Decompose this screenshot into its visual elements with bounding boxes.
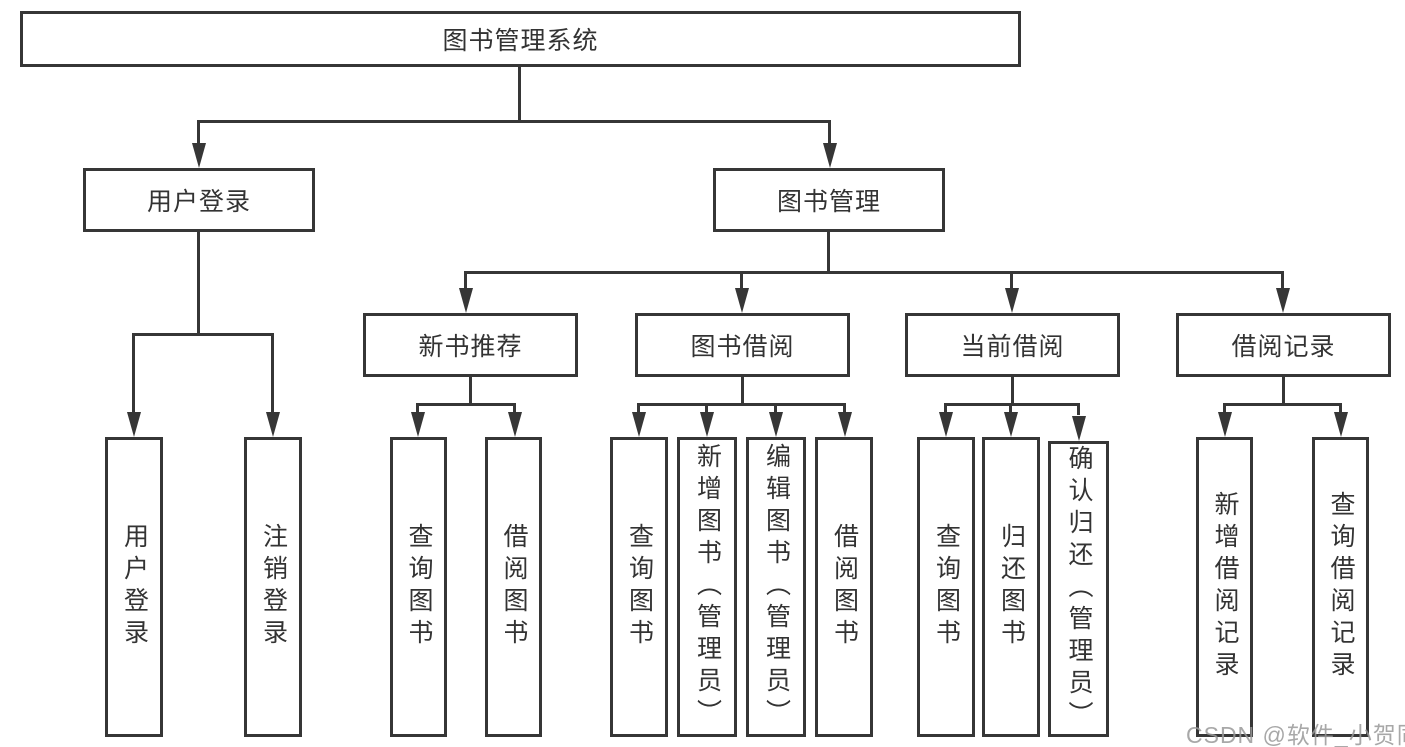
arrow-down-icon <box>411 412 425 437</box>
arrow-down-icon <box>632 412 646 437</box>
connector-line <box>132 333 135 415</box>
connector-line <box>637 403 640 415</box>
node-label: 用户登录 <box>120 523 149 651</box>
connector-line <box>1010 271 1013 291</box>
node-label: 新增借阅记录 <box>1211 491 1239 683</box>
node-user-login: 用户登录 <box>83 168 315 232</box>
arrow-down-icon <box>266 412 280 437</box>
leaf-query-borrow-record: 查询借阅记录 <box>1312 437 1369 737</box>
connector-line <box>843 403 846 415</box>
connector-line <box>464 271 1284 274</box>
connector-line <box>513 403 516 415</box>
leaf-query-books-3: 查询图书 <box>917 437 975 737</box>
node-label: 借阅图书 <box>830 523 859 651</box>
arrow-down-icon <box>939 412 953 437</box>
node-label: 当前借阅 <box>960 333 1065 361</box>
arrow-down-icon <box>1005 288 1019 313</box>
connector-line <box>1223 403 1342 406</box>
connector-line <box>705 403 708 415</box>
node-book-borrowing: 图书借阅 <box>635 313 850 377</box>
connector-line <box>637 403 846 406</box>
connector-line <box>271 333 274 415</box>
csdn-watermark: CSDN @软件_小贺同学 <box>1186 722 1405 747</box>
connector-line <box>741 377 744 406</box>
node-book-management: 图书管理 <box>713 168 945 232</box>
leaf-user-login: 用户登录 <box>105 437 163 737</box>
arrow-down-icon <box>735 288 749 313</box>
node-current-borrowing: 当前借阅 <box>905 313 1120 377</box>
arrow-down-icon <box>700 412 714 437</box>
leaf-query-books-1: 查询图书 <box>390 437 447 737</box>
leaf-query-books-2: 查询图书 <box>610 437 668 737</box>
arrow-down-icon <box>192 143 206 168</box>
connector-line <box>1223 403 1226 415</box>
connector-line <box>197 232 200 336</box>
arrow-down-icon <box>459 288 473 313</box>
arrow-down-icon <box>838 412 852 437</box>
leaf-add-books-admin: 新增图书（管理员） <box>677 437 737 737</box>
node-label: 查询图书 <box>625 523 654 651</box>
connector-line <box>416 403 419 415</box>
node-new-book-recommendation: 新书推荐 <box>363 313 578 377</box>
node-label: 图书管理 <box>776 188 881 216</box>
leaf-confirm-return-admin: 确认归还（管理员） <box>1048 441 1109 737</box>
arrow-down-icon <box>1004 412 1018 437</box>
connector-line <box>1282 377 1285 406</box>
arrow-down-icon <box>508 412 522 437</box>
leaf-return-books: 归还图书 <box>982 437 1040 737</box>
node-label: 用户登录 <box>146 188 251 216</box>
connector-line <box>132 333 274 336</box>
arrow-down-icon <box>127 412 141 437</box>
connector-line <box>740 271 743 291</box>
node-label: 确认归还（管理员） <box>1065 445 1093 733</box>
connector-line <box>1009 403 1012 415</box>
connector-line <box>828 120 831 147</box>
node-label: 查询借阅记录 <box>1327 491 1355 683</box>
node-label: 借阅记录 <box>1231 333 1336 361</box>
node-borrowing-records: 借阅记录 <box>1176 313 1391 377</box>
leaf-add-borrow-record: 新增借阅记录 <box>1196 437 1253 737</box>
leaf-borrow-books-2: 借阅图书 <box>815 437 873 737</box>
node-label: 图书管理系统 <box>442 27 599 55</box>
node-label: 查询图书 <box>405 523 433 651</box>
node-label: 借阅图书 <box>500 523 528 651</box>
node-label: 图书借阅 <box>690 333 795 361</box>
arrow-down-icon <box>769 412 783 437</box>
connector-line <box>1281 271 1284 291</box>
connector-line <box>464 271 467 291</box>
node-label: 新增图书（管理员） <box>693 443 722 731</box>
connector-line <box>197 120 200 147</box>
node-library-management-system: 图书管理系统 <box>20 11 1021 67</box>
connector-line <box>416 403 516 406</box>
connector-line <box>1077 403 1080 415</box>
leaf-logout: 注销登录 <box>244 437 302 737</box>
arrow-down-icon <box>1218 412 1232 437</box>
connector-line <box>518 67 521 123</box>
arrow-down-icon <box>1072 416 1086 441</box>
connector-line <box>197 120 831 123</box>
connector-line <box>827 232 830 274</box>
leaf-edit-books-admin: 编辑图书（管理员） <box>746 437 806 737</box>
connector-line <box>469 377 472 406</box>
node-label: 归还图书 <box>997 523 1026 651</box>
node-label: 新书推荐 <box>418 333 523 361</box>
connector-line <box>1339 403 1342 415</box>
connector-line <box>1011 377 1014 406</box>
node-label: 编辑图书（管理员） <box>762 443 791 731</box>
arrow-down-icon <box>1334 412 1348 437</box>
arrow-down-icon <box>1276 288 1290 313</box>
arrow-down-icon <box>823 143 837 168</box>
connector-line <box>944 403 947 415</box>
connector-line <box>944 403 1080 406</box>
leaf-borrow-books-1: 借阅图书 <box>485 437 542 737</box>
connector-line <box>774 403 777 415</box>
node-label: 查询图书 <box>932 523 961 651</box>
node-label: 注销登录 <box>259 523 288 651</box>
